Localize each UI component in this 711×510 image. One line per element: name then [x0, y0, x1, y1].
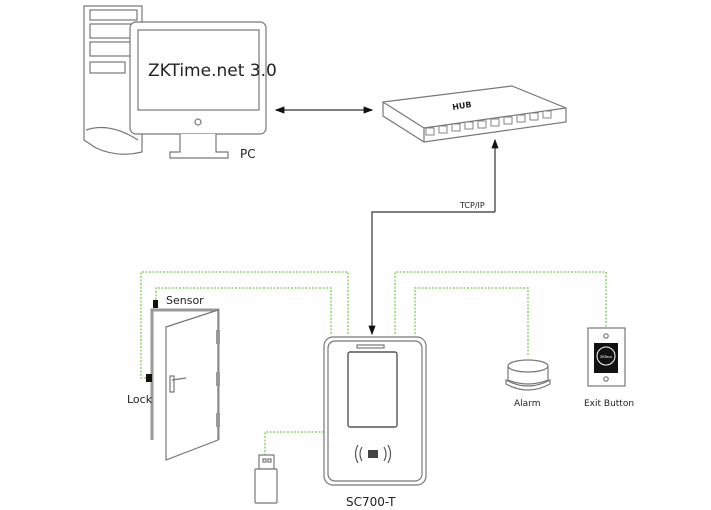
sensor-wire: [155, 287, 332, 334]
usb-disk: [254, 454, 278, 504]
lock-block: [146, 374, 152, 382]
usb-wire: [264, 431, 324, 458]
hub-ports: [425, 110, 552, 136]
alarm-label: Alarm: [514, 399, 540, 409]
hub-label: HUB: [452, 100, 472, 112]
sensor-block: [153, 300, 158, 308]
svg-text:ZKTeco: ZKTeco: [600, 355, 612, 359]
sensor-label: Sensor: [166, 294, 204, 307]
exit-button-label: Exit Button: [584, 399, 634, 409]
tcpip-label: TCP/IP: [459, 201, 485, 210]
alarm-wire: [414, 287, 529, 356]
pc-screen-text: ZKTime.net 3.0: [148, 61, 277, 81]
wires: [140, 271, 607, 458]
pc-label: PC: [240, 147, 256, 161]
pc-monitor: ZKTime.net 3.0: [129, 21, 277, 159]
door: Sensor Lock: [127, 294, 220, 461]
alarm: Alarm: [505, 359, 551, 409]
sc700t-device: SC700-T: [323, 336, 427, 509]
device-screen: [347, 351, 398, 428]
lock-label: Lock: [127, 393, 153, 406]
pc: ZKTime.net 3.0 PC: [83, 5, 277, 161]
exit-button: ZKTeco EXIT Exit Button: [584, 327, 634, 409]
device-label: SC700-T: [346, 495, 396, 509]
exit-button-wire: [394, 271, 607, 334]
exit-text: EXIT: [601, 373, 614, 379]
tcpip-link: [368, 211, 495, 336]
pc-tower: [83, 5, 143, 155]
hub: HUB: [382, 85, 567, 143]
card-reader-icon: [368, 450, 378, 458]
